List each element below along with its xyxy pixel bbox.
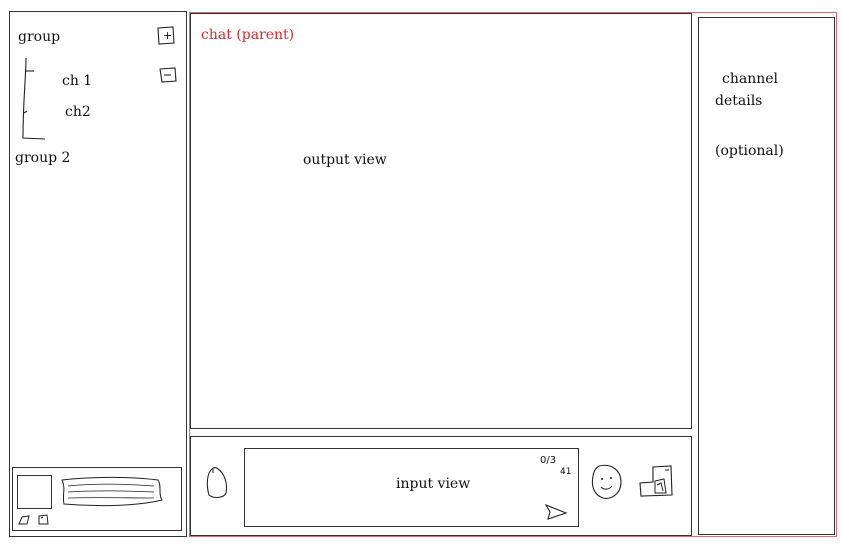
chat-parent-frame: [189, 12, 837, 537]
send-icon[interactable]: [544, 503, 570, 521]
username-scribble: [61, 476, 163, 507]
channel-details-panel: [698, 17, 835, 535]
input-view-label: input view: [396, 476, 471, 492]
tree-lines: [22, 57, 46, 140]
plus-icon: +: [163, 29, 172, 42]
avatar[interactable]: [17, 475, 52, 509]
sidebar: [9, 11, 187, 537]
char-counter: 0/3: [540, 455, 557, 466]
emoji-icon[interactable]: [589, 462, 625, 502]
mic-icon[interactable]: [18, 515, 30, 525]
details-title: channel: [722, 71, 778, 87]
settings-icon[interactable]: [38, 514, 49, 525]
attach-icon[interactable]: [204, 465, 230, 501]
channel-item-ch1[interactable]: ch 1: [62, 73, 93, 89]
user-controls: [18, 514, 49, 525]
sidebar-group-1[interactable]: group: [18, 29, 61, 45]
chat-parent-label: chat (parent): [201, 27, 295, 43]
output-view: [190, 13, 692, 429]
details-title-line2: details: [715, 93, 763, 109]
output-view-label: output view: [303, 152, 387, 168]
remove-group-button[interactable]: [158, 66, 180, 86]
sidebar-group-2[interactable]: group 2: [15, 150, 71, 166]
add-group-button[interactable]: +: [156, 26, 178, 48]
details-optional-note: (optional): [715, 143, 784, 159]
char-counter-suffix: 41: [560, 467, 572, 477]
channel-item-ch2[interactable]: ch2: [65, 104, 91, 120]
message-input[interactable]: [244, 448, 579, 527]
gif-icon[interactable]: [637, 463, 681, 501]
